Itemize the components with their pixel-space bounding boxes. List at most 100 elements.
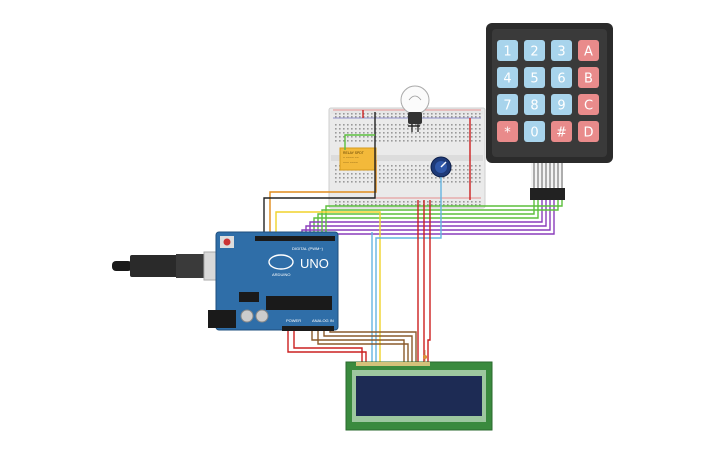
breadboard-hole	[463, 204, 465, 206]
breadboard-hole	[467, 201, 469, 203]
breadboard-hole	[399, 136, 401, 138]
breadboard-hole	[391, 140, 393, 142]
breadboard-hole	[419, 124, 421, 126]
keypad-key-3[interactable]: 3	[551, 40, 572, 61]
breadboard-hole	[335, 124, 337, 126]
breadboard-hole	[447, 124, 449, 126]
keypad-key-b[interactable]: B	[578, 67, 599, 88]
breadboard-hole	[455, 136, 457, 138]
breadboard-hole	[407, 116, 409, 118]
breadboard-hole	[467, 204, 469, 206]
breadboard-hole	[359, 204, 361, 206]
breadboard-hole	[383, 136, 385, 138]
breadboard-hole	[403, 128, 405, 130]
breadboard-hole	[475, 181, 477, 183]
keypad-key-1[interactable]: 1	[497, 40, 518, 61]
breadboard-hole	[391, 204, 393, 206]
keypad-key-0[interactable]: 0	[524, 121, 545, 142]
breadboard-hole	[435, 177, 437, 179]
relay-module[interactable]: RELAY SPDT ~ ~~~~ ~~ ~~~ ~~~~	[339, 147, 377, 171]
lcd-16x2[interactable]	[345, 350, 493, 431]
breadboard-hole	[359, 140, 361, 142]
breadboard-hole	[387, 173, 389, 175]
breadboard-hole	[367, 181, 369, 183]
breadboard-hole	[387, 181, 389, 183]
breadboard-hole	[431, 140, 433, 142]
breadboard-hole	[399, 201, 401, 203]
keypad-key-hash[interactable]: #	[551, 121, 572, 142]
breadboard-hole	[351, 204, 353, 206]
breadboard-hole	[343, 140, 345, 142]
breadboard-hole	[359, 124, 361, 126]
keypad-key-label: 0	[530, 126, 538, 141]
breadboard-hole	[343, 136, 345, 138]
breadboard-hole	[335, 116, 337, 118]
keypad-key-label: 5	[530, 72, 538, 87]
breadboard-hole	[383, 177, 385, 179]
breadboard-hole	[467, 177, 469, 179]
breadboard-hole	[407, 173, 409, 175]
breadboard-hole	[335, 204, 337, 206]
breadboard-hole	[359, 132, 361, 134]
keypad-key-a[interactable]: A	[578, 40, 599, 61]
breadboard-hole	[455, 181, 457, 183]
breadboard-hole	[459, 169, 461, 171]
breadboard-hole	[455, 165, 457, 167]
breadboard-hole	[375, 136, 377, 138]
breadboard-hole	[339, 113, 341, 115]
keypad-key-star[interactable]: *	[497, 121, 518, 142]
breadboard-hole	[475, 124, 477, 126]
wires	[263, 110, 563, 362]
breadboard-hole	[375, 128, 377, 130]
breadboard-hole	[431, 204, 433, 206]
breadboard-hole	[347, 177, 349, 179]
breadboard-hole	[399, 140, 401, 142]
breadboard-hole	[387, 124, 389, 126]
breadboard-hole	[371, 181, 373, 183]
keypad-key-4[interactable]: 4	[497, 67, 518, 88]
keypad-key-7[interactable]: 7	[497, 94, 518, 115]
breadboard-hole	[447, 181, 449, 183]
breadboard-hole	[367, 204, 369, 206]
breadboard-hole	[439, 177, 441, 179]
breadboard-hole	[479, 128, 481, 130]
breadboard-hole	[467, 173, 469, 175]
breadboard-hole	[443, 113, 445, 115]
keypad-key-6[interactable]: 6	[551, 67, 572, 88]
breadboard-hole	[335, 177, 337, 179]
breadboard-hole	[447, 136, 449, 138]
breadboard-hole	[419, 181, 421, 183]
breadboard-hole	[379, 201, 381, 203]
breadboard-hole	[403, 204, 405, 206]
breadboard-hole	[459, 116, 461, 118]
breadboard-hole	[435, 124, 437, 126]
keypad-key-c[interactable]: C	[578, 94, 599, 115]
breadboard-hole	[395, 177, 397, 179]
keypad-key-2[interactable]: 2	[524, 40, 545, 61]
keypad-key-label: #	[556, 126, 567, 141]
breadboard-hole	[403, 173, 405, 175]
keypad-key-9[interactable]: 9	[551, 94, 572, 115]
breadboard-hole	[463, 169, 465, 171]
arduino-logo-text: UNO	[300, 256, 329, 271]
breadboard[interactable]	[328, 107, 486, 209]
keypad-key-5[interactable]: 5	[524, 67, 545, 88]
breadboard-hole	[463, 165, 465, 167]
keypad-key-d[interactable]: D	[578, 121, 599, 142]
breadboard-hole	[355, 124, 357, 126]
breadboard-hole	[339, 132, 341, 134]
breadboard-hole	[415, 204, 417, 206]
breadboard-hole	[367, 136, 369, 138]
potentiometer[interactable]	[430, 156, 452, 178]
breadboard-hole	[479, 132, 481, 134]
breadboard-hole	[471, 173, 473, 175]
breadboard-hole	[383, 165, 385, 167]
keypad-key-8[interactable]: 8	[524, 94, 545, 115]
arduino-uno[interactable]: UNO ARDUINO DIGITAL (PWM~) POWER ANALOG …	[112, 231, 339, 331]
breadboard-hole	[471, 201, 473, 203]
breadboard-hole	[443, 132, 445, 134]
breadboard-hole	[355, 204, 357, 206]
light-bulb[interactable]	[400, 85, 430, 132]
